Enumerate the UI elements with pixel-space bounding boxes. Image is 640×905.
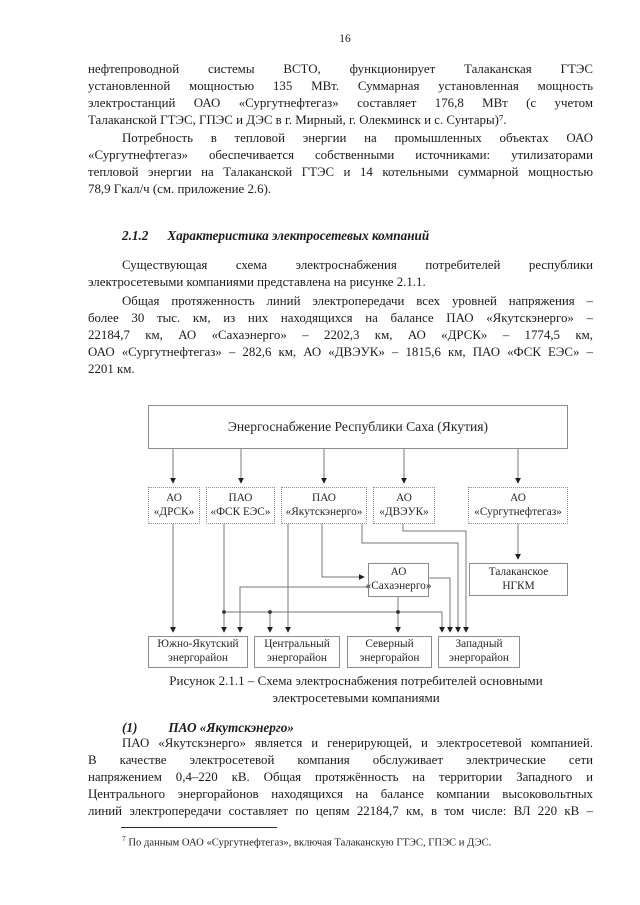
text-line: Существующая схема электроснабжения потр… <box>122 258 593 272</box>
diagram-box-dveuk: АО «ДВЭУК» <box>373 487 435 524</box>
diagram-box-sakhaenergo: АО «Сахаэнерго» <box>366 563 431 597</box>
text-line: 78,9 Гкал/ч (см. приложение 2.6). <box>88 181 272 196</box>
footnote: 7 По данным ОАО «Сургутнефтегаз», включа… <box>88 832 593 850</box>
text-line: электросетевыми компаниями представлена … <box>88 274 426 289</box>
subsection-heading: (1) ПАО «Якутскэнерго» <box>122 719 294 736</box>
footnote-separator <box>121 827 277 828</box>
diagram-box-surgutneftegaz: АО «Сургутнефтегаз» <box>468 487 568 524</box>
text-line: установленной мощностью 135 МВт. Суммарн… <box>88 78 593 93</box>
text-line: тепловой энергии на Талаканской ГТЭС и 1… <box>88 164 593 179</box>
subsection-number: (1) <box>122 720 138 735</box>
section-title: Характеристика электросетевых компаний <box>167 228 430 243</box>
text-line: линий электропередачи составляет по цепя… <box>88 803 593 818</box>
diagram-box-north-district: Северный энергорайон <box>347 636 432 668</box>
section-number: 2.1.2 <box>122 228 149 243</box>
text-line: Талаканской ГТЭС, ГПЭС и ДЭС в г. Мирный… <box>88 112 507 127</box>
text-line: более 30 тыс. км, из них находящихся на … <box>88 310 593 325</box>
text-line: ПАО «Якутскэнерго» является и генерирующ… <box>122 736 593 750</box>
text-line: 22184,7 км, АО «Сахаэнерго» – 2202,3 км,… <box>88 327 593 342</box>
diagram-box-talakan-ngkm: Талаканское НГКМ <box>469 563 568 596</box>
diagram-box-fsk-ees: ПАО «ФСК ЕЭС» <box>206 487 275 524</box>
figure-caption-line: Рисунок 2.1.1 – Схема электроснабжения п… <box>169 673 543 688</box>
text-line: «Сургутнефтегаз» обеспечивается собствен… <box>88 147 593 162</box>
text-line: Общая протяженность линий электропередач… <box>122 294 593 308</box>
section-heading: 2.1.2 Характеристика электросетевых компа… <box>122 227 429 244</box>
figure-caption-line: электросетевыми компаниями <box>272 690 440 706</box>
connector-lines <box>170 449 521 633</box>
diagram-box-central-district: Центральный энергорайон <box>254 636 340 668</box>
diagram-box-drsk: АО «ДРСК» <box>148 487 200 524</box>
paragraph: ПАО «Якутскэнерго» является и генерирующ… <box>88 735 593 820</box>
subsection-title: ПАО «Якутскэнерго» <box>168 720 294 735</box>
paragraph: Потребность в тепловой энергии на промыш… <box>88 130 593 198</box>
paragraph: Существующая схема электроснабжения потр… <box>88 257 593 291</box>
text-line: электростанций ОАО «Сургутнефтегаз» сост… <box>88 95 593 110</box>
figure-caption: Рисунок 2.1.1 – Схема электроснабжения п… <box>96 672 616 706</box>
text-line: ОАО «Сургутнефтегаз» – 282,6 км, АО «ДВЭ… <box>88 344 593 359</box>
diagram-box-south-district: Южно-Якутский энергорайон <box>148 636 248 668</box>
paragraph: нефтепроводной системы ВСТО, функциониру… <box>88 61 593 129</box>
text-line: нефтепроводной системы ВСТО, функциониру… <box>88 62 593 76</box>
page-number: 16 <box>339 33 351 45</box>
diagram-box-west-district: Западный энергорайон <box>438 636 520 668</box>
text-line: Центрального энергорайонов находящихся н… <box>88 786 593 801</box>
paragraph: Общая протяженность линий электропередач… <box>88 293 593 378</box>
diagram-box-yakutskenergo: ПАО «Якутскэнерго» <box>281 487 367 524</box>
text-line: 2201 км. <box>88 361 135 376</box>
text-line: напряжением 0,4–220 кВ. Общая протяжённо… <box>88 769 593 784</box>
diagram-box-root: Энергоснабжение Республики Саха (Якутия) <box>148 405 568 449</box>
text-line: В качестве электросетевой компания обслу… <box>88 752 593 767</box>
footnote-marker: 7 <box>122 834 126 843</box>
text-line: Потребность в тепловой энергии на промыш… <box>122 131 593 145</box>
footnote-text: По данным ОАО «Сургутнефтегаз», включая … <box>128 837 492 849</box>
